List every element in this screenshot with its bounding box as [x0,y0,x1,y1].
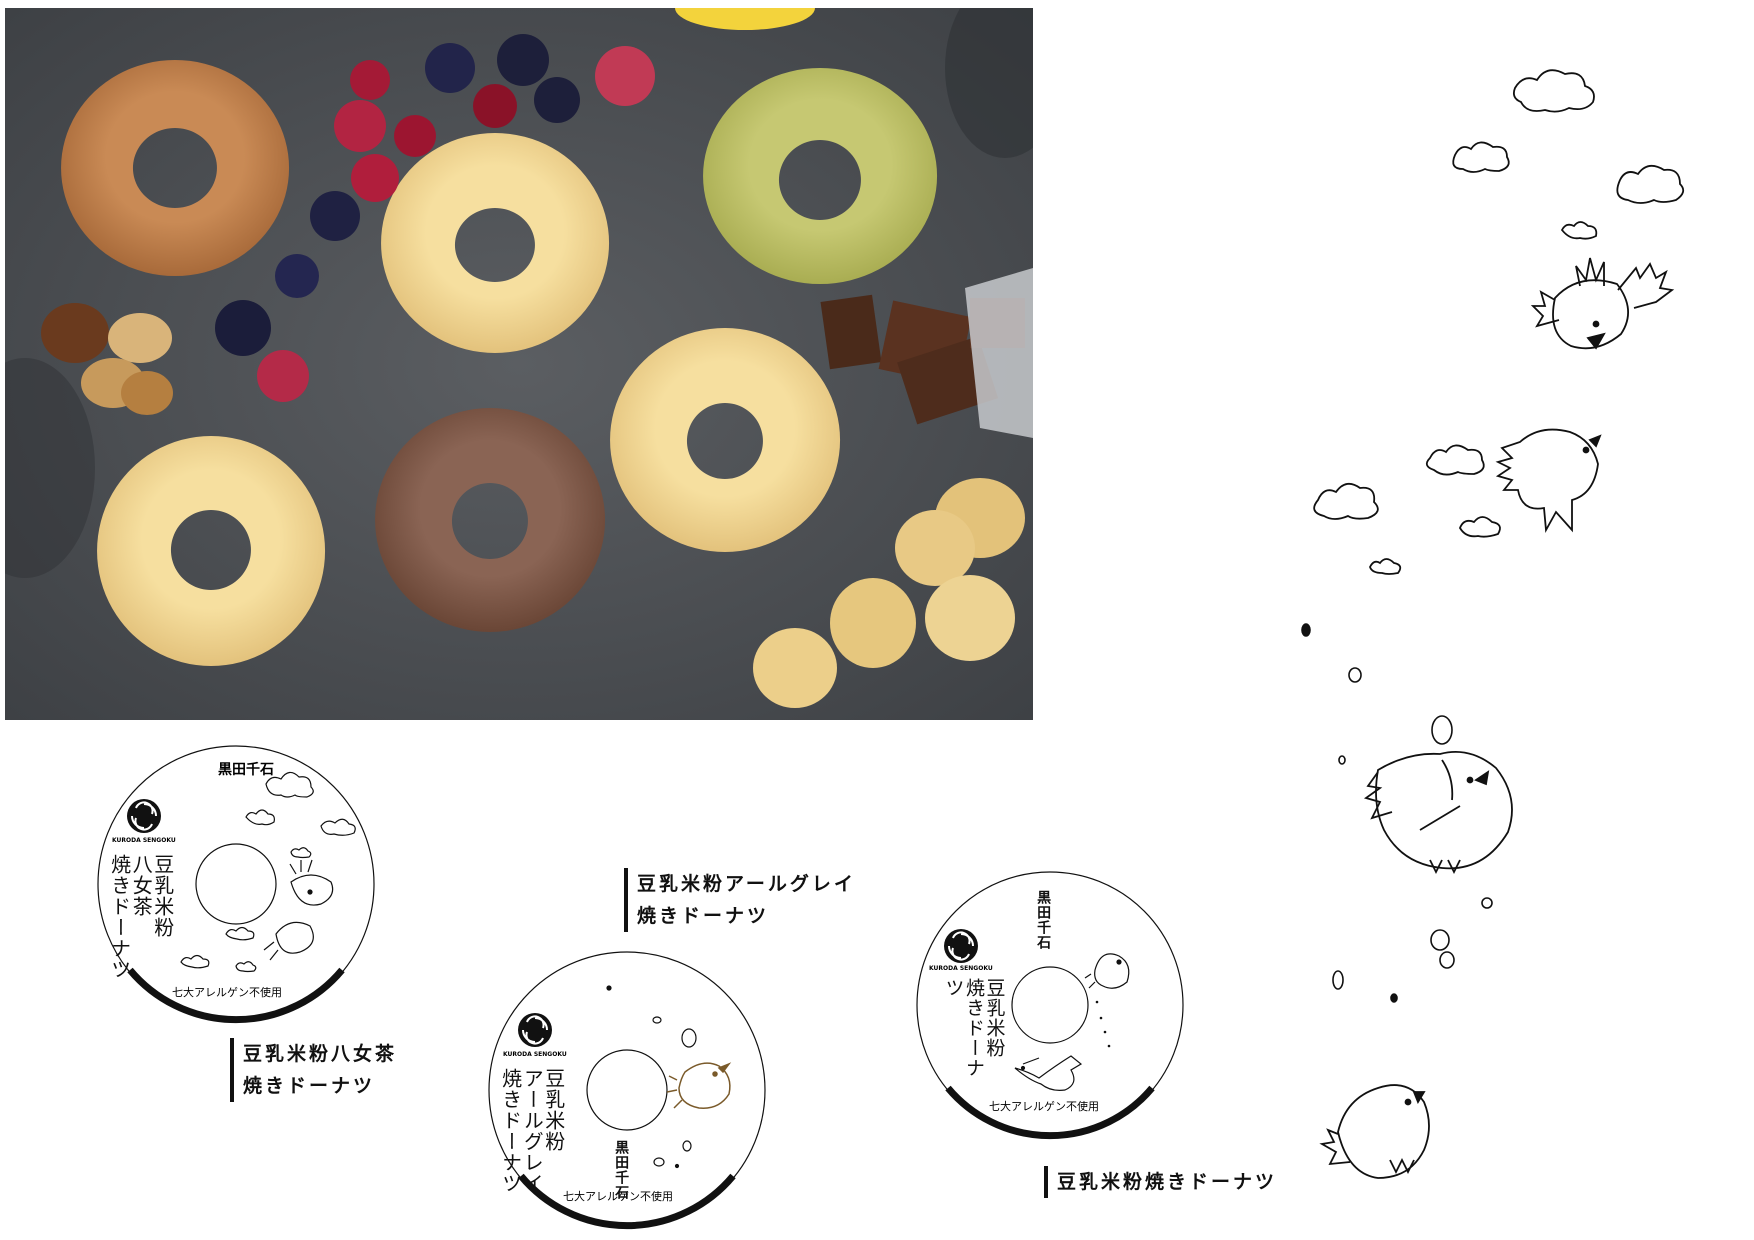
cloud-icon [1313,69,1685,575]
swirl-logo-icon [127,799,161,833]
bird-icon [1014,953,1130,1091]
allergen-note: 七大アレルゲン不使用 [989,1099,1099,1113]
product-name: 豆乳米粉 アールグレイ 焼きドーナツ [498,1068,566,1194]
brand-en: KURODA SENGOKU [929,965,993,972]
allergen-note: 七大アレルゲン不使用 [563,1189,673,1203]
chestnuts [41,303,173,415]
caption-plain: 豆乳米粉焼きドーナツ [1044,1166,1277,1198]
bird-icon [1495,428,1602,533]
donut-cream-left [97,436,326,666]
bird-icon [263,859,334,961]
bird-icon [1530,257,1675,350]
berries [215,34,655,402]
caption-yame: 豆乳米粉八女茶 焼きドーナツ [230,1038,397,1102]
donut-cream-right [610,328,841,552]
product-name: 豆乳米粉 焼きドーナツ [942,978,1006,1078]
brand-name: 黒田千石 [1035,890,1052,950]
bird-icon [1319,1084,1430,1179]
bird-icon [1363,750,1513,875]
donut-photo [5,8,1033,720]
brand-en: KURODA SENGOKU [112,837,176,844]
donut-cream-center [381,133,610,354]
product-name: 豆乳米粉 八女茶 焼きドーナツ [107,854,175,980]
allergen-note: 七大アレルゲン不使用 [172,985,282,999]
disc-label-earlgrey: KURODA SENGOKU 七大アレルゲン不使用 豆乳米粉 アールグレイ 焼き… [487,950,767,1230]
donut-chocolate [375,408,606,632]
brand-name: 黒田千石 [613,1140,630,1200]
chocolate-pieces [820,268,1033,438]
illustration-column [1290,60,1730,1240]
caption-earlgrey: 豆乳米粉アールグレイ 焼きドーナツ [624,868,856,932]
swirl-logo-icon [944,929,978,963]
banana-chips [753,478,1025,708]
donut-green [703,68,938,284]
swirl-logo-icon [518,1013,552,1047]
disc-label-yame: 黒田千石 KURODA SENGOKU 七大アレルゲン不使用 豆乳米粉 八女茶 … [96,744,376,1024]
brand-en: KURODA SENGOKU [503,1051,567,1058]
disc-label-plain: KURODA SENGOKU 七大アレルゲン不使用 豆乳米粉 焼きドーナツ 黒田… [915,870,1185,1140]
brand-name: 黒田千石 [218,761,274,778]
cloud-icon [180,771,356,973]
bird-icon [666,1062,732,1109]
donut-brown [61,60,290,276]
